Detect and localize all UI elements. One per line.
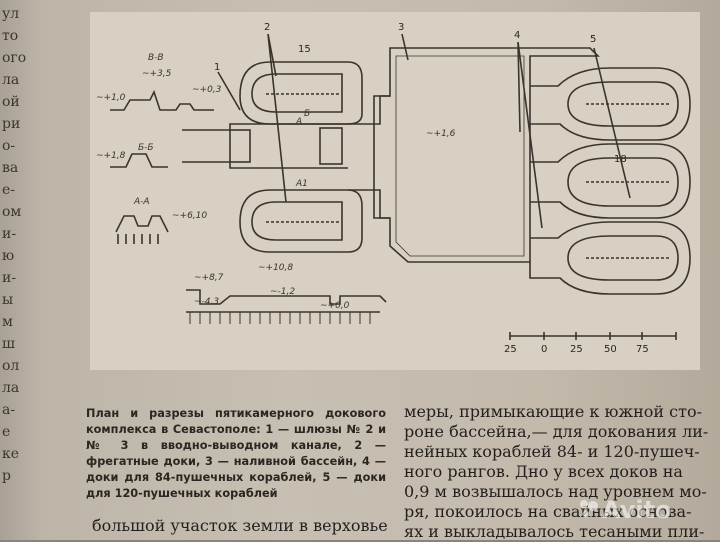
level-label: ~+8,7	[194, 273, 224, 283]
margin-fragment: и-	[2, 270, 17, 286]
section-vv-label: В-В	[148, 53, 164, 63]
level-label: ~+0,0	[320, 301, 350, 311]
frigate-dock-upper	[239, 61, 363, 125]
section-vv-line	[110, 89, 214, 111]
margin-fragment: ом	[2, 204, 22, 220]
section-mark: А1	[295, 179, 308, 189]
scale-tick: 50	[604, 344, 617, 355]
leader-4: 4	[514, 30, 520, 41]
margin-fragment: ла	[2, 72, 20, 88]
body-line: ного рангов. Дно у всех доков на	[404, 462, 683, 481]
section-bb-label: Б-Б	[138, 143, 154, 153]
margin-fragment: ой	[2, 94, 20, 110]
dock-plan-drawing: 1 2 3 4 5 В-В Б-Б А-А ~+3,5 ~+1,0 ~+0,3 …	[96, 22, 691, 355]
section-mark: Б	[304, 109, 310, 119]
figure-caption: План и разрезы пятикамерного докового ко…	[86, 406, 386, 502]
scale-tick: 75	[636, 344, 649, 355]
section-aa-label: А-А	[133, 197, 150, 207]
lock-1-first	[229, 129, 251, 163]
margin-fragment: и-	[2, 226, 17, 242]
leader-3: 3	[398, 22, 404, 33]
scale-tick: 25	[504, 344, 517, 355]
lock-1-second	[319, 127, 343, 165]
margin-fragment: ке	[2, 446, 20, 462]
scale-bar	[509, 332, 677, 340]
level-label: ~+1,6	[426, 129, 456, 139]
dock-84-gun-upper	[530, 67, 691, 141]
level-label: ~+1,8	[96, 151, 126, 161]
margin-fragment: ри	[2, 116, 21, 132]
level-label: ~+0,3	[192, 85, 222, 95]
margin-fragment: ш	[2, 336, 16, 352]
level-label: ~+1,0	[96, 93, 126, 103]
dock-84-gun-lower	[529, 221, 691, 295]
body-line-bottom: большой участок земли в верховье	[92, 516, 388, 535]
body-line: 0,9 м возвышалось над уровнем мо-	[404, 482, 707, 501]
margin-fragment: м	[2, 314, 13, 330]
margin-fragment: ого	[2, 50, 27, 66]
dock-120-gun	[530, 143, 691, 219]
body-line: ря, покоилось на свайных основа-	[404, 502, 692, 521]
level-label: ~-1,2	[270, 287, 295, 297]
longitudinal-section	[186, 289, 387, 313]
section-aa-line	[115, 215, 169, 233]
margin-fragment: ла	[2, 380, 20, 396]
margin-fragment: е-	[2, 182, 16, 198]
margin-fragment: о-	[2, 138, 16, 154]
margin-fragment: то	[2, 28, 19, 44]
avito-logo-icon	[580, 500, 598, 518]
body-line: роне бассейна,— для докования ли-	[404, 422, 709, 441]
level-label: ~+10,8	[258, 263, 293, 273]
scale-tick: 0	[541, 344, 547, 355]
margin-fragment: е	[2, 424, 11, 440]
body-line: меры, примыкающие к южной сто-	[404, 402, 703, 421]
margin-fragment: р	[2, 468, 11, 484]
margin-fragment: ю	[2, 248, 15, 264]
level-label: ~-4,3	[194, 297, 219, 307]
inlet-channel	[182, 123, 348, 169]
body-line: ях и выкладывалось тесаными пли-	[404, 522, 705, 541]
scale-tick: 25	[570, 344, 583, 355]
frigate-dock-lower	[239, 189, 363, 253]
margin-fragment: ул	[2, 6, 20, 22]
section-mark: А	[295, 117, 302, 127]
dimension-label: 15	[298, 44, 311, 55]
caption-text: План и разрезы пятикамерного докового ко…	[86, 407, 386, 500]
leader-2: 2	[264, 22, 270, 33]
margin-fragment: ы	[2, 292, 14, 308]
body-line: нейных кораблей 84- и 120-пушеч-	[404, 442, 700, 461]
margin-fragment: ол	[2, 358, 20, 374]
section-bb-line	[110, 153, 168, 168]
level-label: ~+3,5	[142, 69, 172, 79]
leader-5: 5	[590, 34, 596, 45]
level-label: ~+6,10	[172, 211, 207, 221]
filling-pool	[373, 47, 600, 263]
dock-plan-figure: 1 2 3 4 5 В-В Б-Б А-А ~+3,5 ~+1,0 ~+0,3 …	[90, 12, 700, 370]
leader-1: 1	[214, 62, 220, 73]
dimension-label: 18	[614, 154, 627, 165]
body-text-column: меры, примыкающие к южной сто- роне басс…	[404, 402, 720, 542]
margin-fragment: ва	[2, 160, 19, 176]
margin-fragment: а-	[2, 402, 16, 418]
avito-watermark: Avito	[602, 496, 672, 524]
